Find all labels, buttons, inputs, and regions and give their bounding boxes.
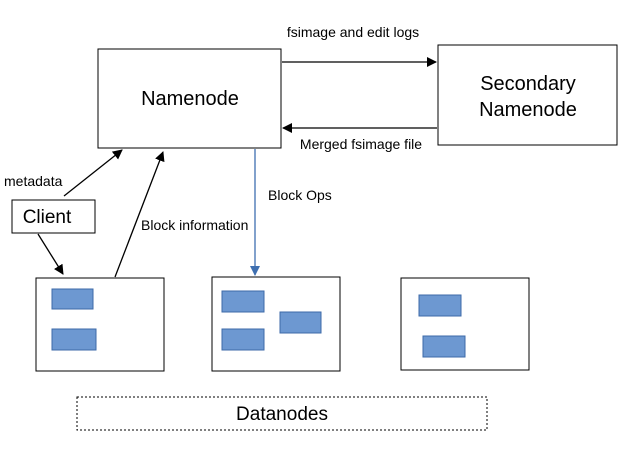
data-block <box>51 328 97 351</box>
datanode-box-3 <box>400 277 530 371</box>
block-ops-label: Block Ops <box>268 187 332 203</box>
merged-fsimage-label: Merged fsimage file <box>300 136 422 152</box>
secondary-namenode-label-line2: Namenode <box>479 99 577 121</box>
client-to-datanode-arrow <box>37 233 64 275</box>
fsimage-edit-logs-label: fsimage and edit logs <box>287 24 419 40</box>
datanodes-label: Datanodes <box>236 404 328 425</box>
data-block <box>418 294 462 317</box>
client-label: Client <box>23 207 72 228</box>
metadata-label: metadata <box>4 173 63 189</box>
namenode-box: Namenode <box>97 48 282 149</box>
data-block <box>221 328 265 351</box>
datanode-box-1 <box>35 277 165 372</box>
datanodes-group-label: Datanodes <box>76 396 488 431</box>
data-block <box>51 288 94 310</box>
block-information-arrow <box>114 151 165 278</box>
data-block <box>221 290 265 313</box>
block-information-label: Block information <box>141 217 248 233</box>
client-box: Client <box>11 199 96 234</box>
namenode-label: Namenode <box>141 88 239 110</box>
metadata-arrow <box>63 149 123 197</box>
secondary-namenode-label-line1: Secondary <box>480 73 576 95</box>
data-block <box>279 311 322 334</box>
datanode-box-2 <box>211 276 341 372</box>
data-block <box>422 335 466 358</box>
secondary-namenode-box: Secondary Namenode <box>437 44 618 146</box>
